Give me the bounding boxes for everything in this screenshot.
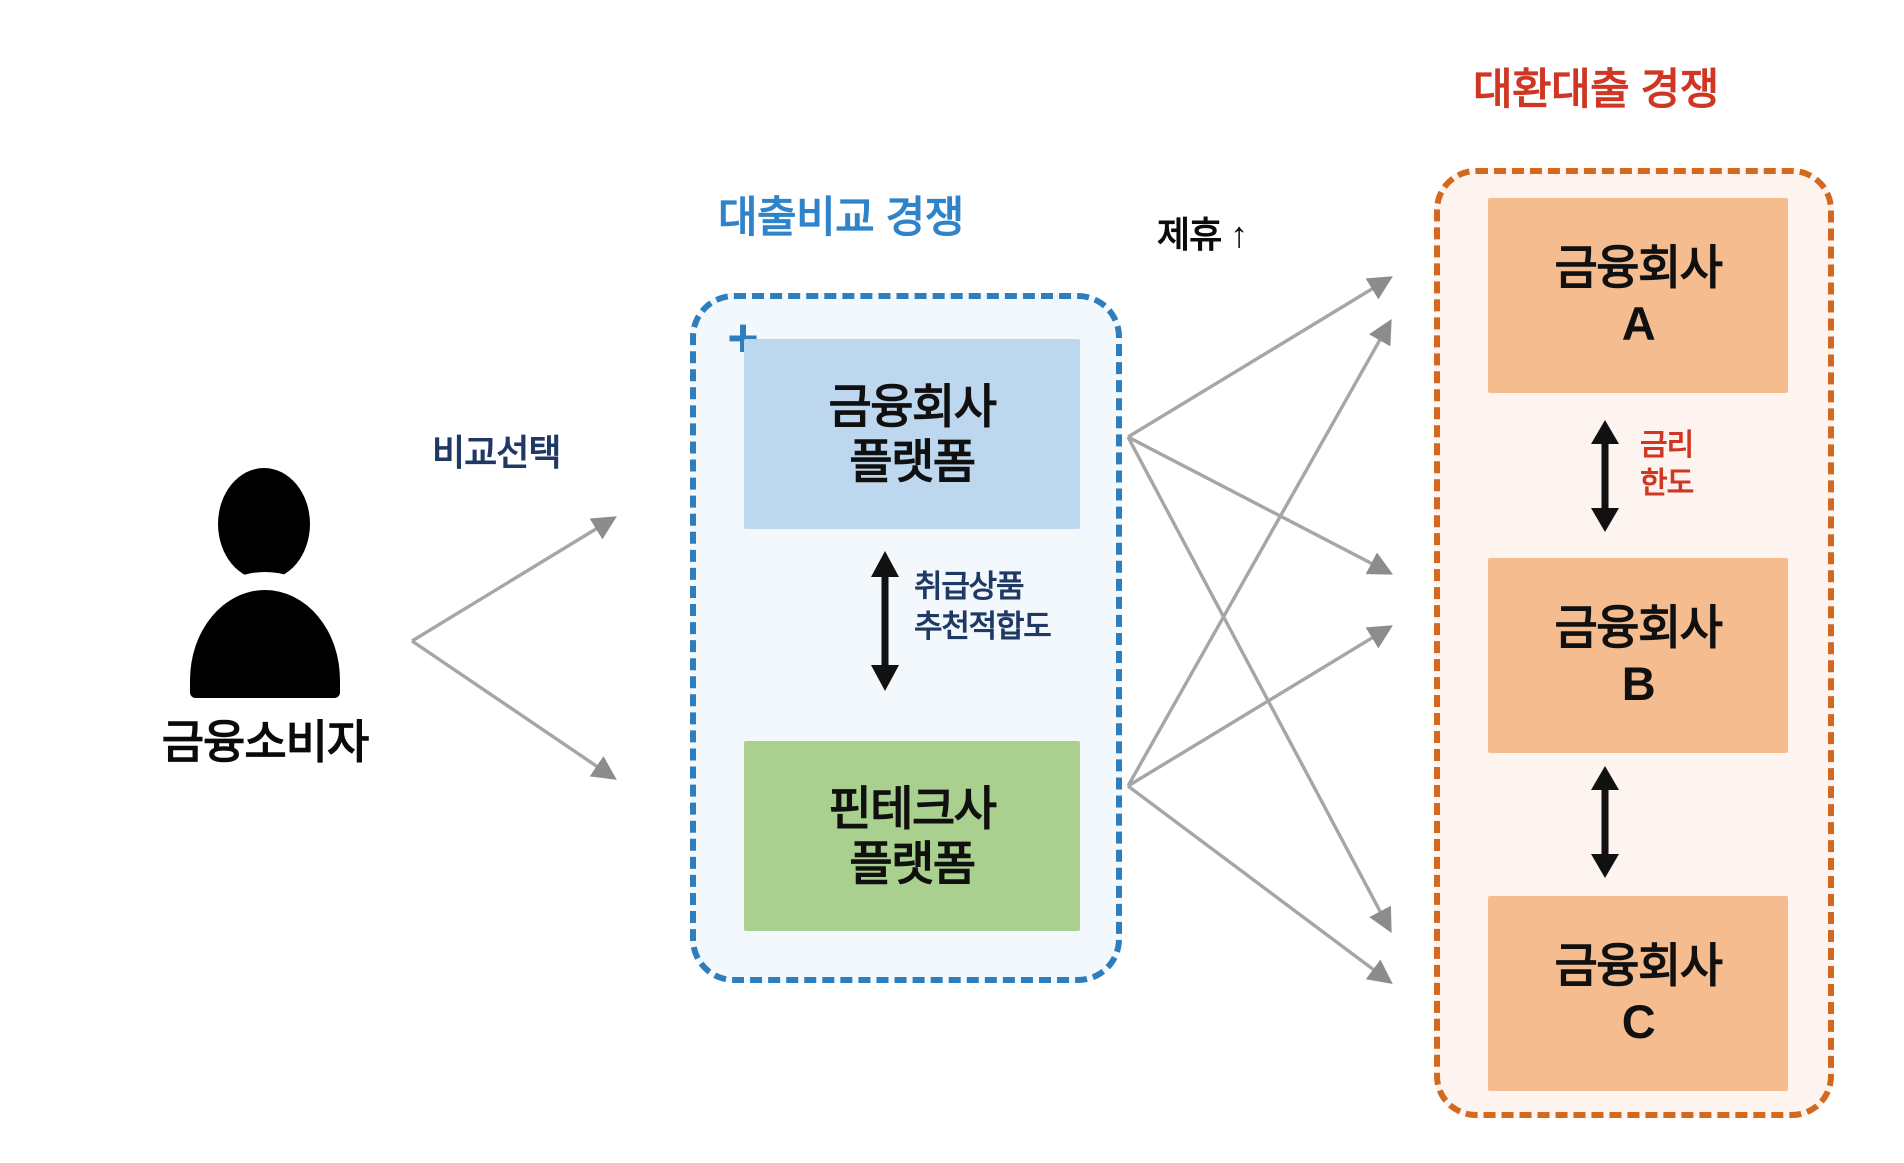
box-fincorp-platform-line1: 금융회사 bbox=[828, 379, 997, 433]
person-icon bbox=[180, 468, 350, 698]
financial-consumer: 금융소비자 bbox=[95, 468, 435, 772]
arrow-consumer-to-fincorp-platform bbox=[411, 516, 617, 643]
box-fincorp-platform-line2: 플랫폼 bbox=[849, 435, 976, 488]
arrow-fintech-platform-to-c bbox=[1126, 784, 1393, 985]
financial-consumer-label: 금융소비자 bbox=[161, 716, 370, 768]
box-fincorp-a-line1: 금융회사 bbox=[1554, 241, 1723, 295]
arrow-fincorp-platform-to-c bbox=[1126, 436, 1392, 934]
compare-select-label: 비교선택 bbox=[432, 432, 561, 473]
alliance-label: 제휴 ↑ bbox=[1157, 214, 1248, 255]
refinance-group-title: 대환대출 경쟁 bbox=[1473, 66, 1719, 114]
box-fincorp-a-line2: A bbox=[1621, 296, 1656, 350]
platform-double-arrow bbox=[871, 551, 899, 691]
rate-limit-line2: 한도 bbox=[1640, 467, 1694, 501]
arrow-fincorp-platform-to-b bbox=[1127, 435, 1394, 575]
platform-group-title: 대출비교 경쟁 bbox=[718, 194, 964, 242]
box-fintech-platform-line2: 플랫폼 bbox=[849, 837, 976, 890]
rate-limit-label: 금리 한도 bbox=[1640, 427, 1694, 504]
box-fintech-platform[interactable]: 핀테크사 플랫폼 bbox=[744, 741, 1080, 931]
box-fincorp-b[interactable]: 금융회사 B bbox=[1488, 558, 1788, 753]
box-fincorp-b-line2: B bbox=[1621, 656, 1656, 710]
person-body bbox=[190, 590, 340, 698]
box-fincorp-c-line2: C bbox=[1621, 994, 1656, 1048]
bc-double-arrow bbox=[1591, 766, 1619, 878]
box-fincorp-c-line1: 금융회사 bbox=[1554, 939, 1723, 993]
box-fincorp-a[interactable]: 금융회사 A bbox=[1488, 198, 1788, 393]
arrow-consumer-to-fintech-platform bbox=[411, 639, 617, 780]
box-fincorp-b-line1: 금융회사 bbox=[1554, 601, 1723, 655]
product-fit-line2: 추천적합도 bbox=[914, 608, 1052, 644]
arrow-fintech-platform-to-a bbox=[1126, 319, 1392, 787]
box-fintech-platform-line1: 핀테크사 bbox=[828, 781, 997, 835]
rate-limit-double-arrow bbox=[1591, 420, 1619, 532]
rate-limit-line1: 금리 bbox=[1640, 429, 1694, 462]
box-fincorp-c[interactable]: 금융회사 C bbox=[1488, 896, 1788, 1091]
product-fit-line1: 취급상품 bbox=[914, 569, 1024, 604]
refinance-group-container: 금융회사 A 금리 한도 금융회사 B 금융회사 C bbox=[1434, 168, 1834, 1118]
arrow-fintech-platform-to-b bbox=[1127, 625, 1393, 788]
platform-group-container: + 금융회사 플랫폼 취급상품 추천적합도 핀테크사 플랫폼 bbox=[690, 293, 1122, 983]
box-fincorp-platform[interactable]: 금융회사 플랫폼 bbox=[744, 339, 1080, 529]
arrow-fincorp-platform-to-a bbox=[1127, 276, 1393, 439]
person-head bbox=[218, 468, 310, 580]
product-fit-label: 취급상품 추천적합도 bbox=[914, 567, 1052, 646]
